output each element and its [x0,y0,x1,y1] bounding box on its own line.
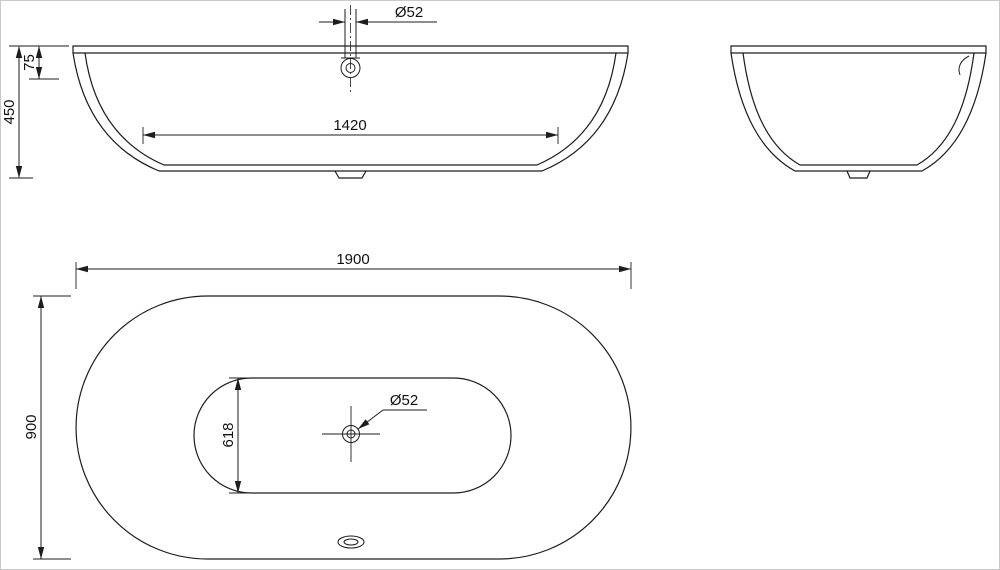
front-tub-outer-profile [72,52,629,172]
dim-front-drain-diameter: Ø52 [319,4,437,26]
side-elevation-view [730,45,987,179]
plan-inner-basin-outline [193,377,512,494]
front-elevation-view: Ø52 75 450 1420 [1,4,629,179]
dim-plan-overall-length: 1900 [75,251,632,289]
leader-arrow-line [357,409,384,430]
front-drain-diameter-label: Ø52 [395,4,423,21]
plan-view: 1900 900 618 Ø52 [23,251,632,560]
dim-front-overall-height: 450 [1,46,33,179]
dim-plan-drain-diameter: Ø52 [357,392,427,430]
side-tub-outer-profile [730,52,987,172]
plan-overall-length-label: 1900 [336,251,369,268]
front-tub-inner-profile [84,52,617,166]
plan-overflow-inner-ellipse [343,538,359,546]
front-bottom-length-label: 1420 [333,117,366,134]
front-overall-height-label: 450 [1,99,18,124]
side-tub-inner-profile [742,52,975,166]
dim-plan-overall-width: 900 [23,295,71,560]
plan-overflow-outer-ellipse [337,535,365,549]
plan-inner-width-label: 618 [220,422,237,447]
dim-plan-inner-width: 618 [220,377,253,494]
front-rim-height-label: 75 [21,54,38,71]
plan-drain-diameter-label: Ø52 [390,392,418,409]
front-drain-boss [334,170,367,179]
plan-outer-rim-outline [75,295,632,560]
plan-overall-width-label: 900 [23,414,40,439]
dim-front-rim-height: 75 [9,45,69,80]
dim-front-bottom-length: 1420 [142,117,559,144]
side-overflow-mark [958,55,970,76]
side-drain-boss [846,170,871,179]
